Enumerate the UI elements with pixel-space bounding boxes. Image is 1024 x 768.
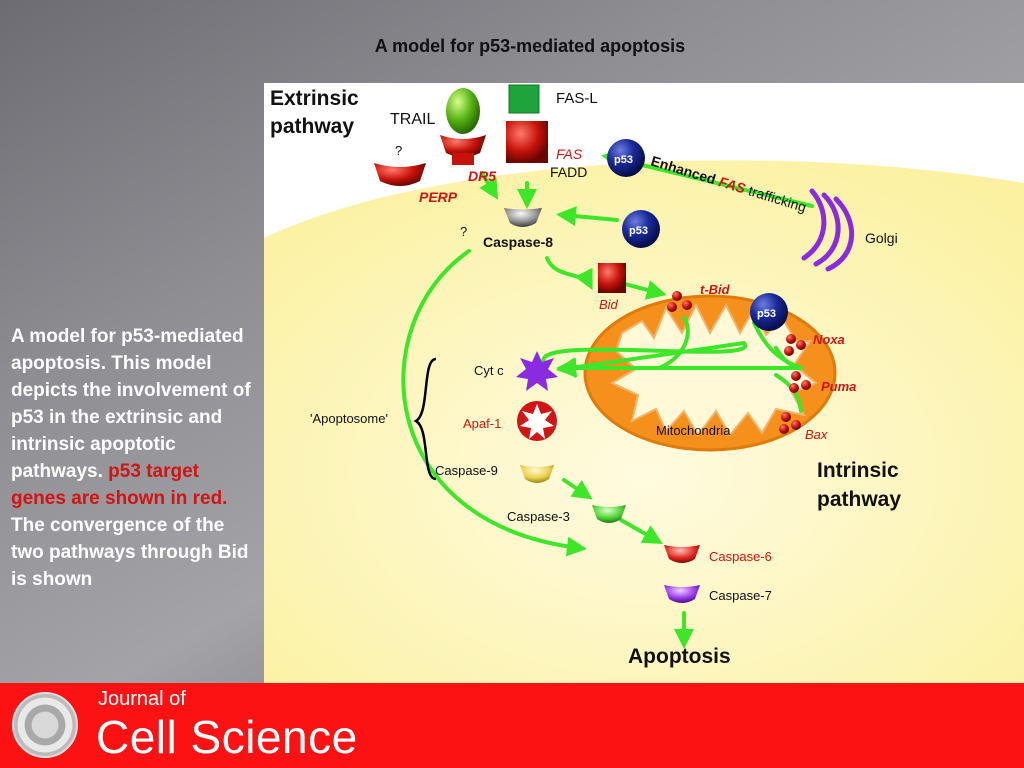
journal-footer: Journal of Cell Science [0, 683, 1024, 768]
puma-dots [789, 371, 811, 393]
mito-release-arrows [556, 316, 803, 413]
caspase7-label: Caspase-7 [709, 588, 772, 603]
caspase8-label: Caspase-8 [483, 234, 553, 250]
caspase3-label: Caspase-3 [507, 509, 570, 524]
noxa-dots [784, 334, 806, 356]
tbid-dots [667, 291, 692, 312]
mitochondria-label: Mitochondria [656, 423, 731, 438]
p53-label-mito: p53 [757, 308, 776, 320]
puma-label: Puma [821, 379, 856, 394]
fas-label: FAS [556, 146, 583, 162]
pathway-diagram: Extrinsic pathway TRAIL FAS-L ? FAS FADD… [264, 84, 1024, 683]
caspase9-label: Caspase-9 [435, 463, 498, 478]
company-of-biologists-seal [12, 692, 78, 758]
caption-conclusion: The convergence of the two pathways thro… [11, 515, 249, 590]
slide-title: A model for p53-mediated apoptosis [374, 36, 686, 56]
caspase6-label: Caspase-6 [709, 549, 772, 564]
golgi [801, 188, 854, 272]
caption-highlight: p53 target genes are shown in red. [11, 461, 228, 509]
mitochondrion [583, 294, 837, 452]
extrinsic-label-2: pathway [270, 115, 354, 138]
extrinsic-label-1: Extrinsic [270, 87, 359, 110]
journal-of-label: Journal of [98, 688, 186, 710]
perp-protein [374, 163, 426, 186]
cytc-star [516, 351, 558, 391]
dr5-label: DR5 [468, 168, 496, 184]
caspase9-cup [520, 465, 554, 483]
caspase6-cup [664, 545, 700, 563]
p53-sphere-fas [607, 139, 645, 177]
p53-sphere-mito [750, 293, 788, 331]
fasl-label: FAS-L [556, 90, 598, 107]
apoptosis-label: Apoptosis [628, 645, 731, 668]
bax-dots [779, 412, 801, 434]
bid-protein [598, 263, 626, 293]
apoptosome-brace [413, 357, 437, 481]
bid-label: Bid [599, 297, 619, 312]
journal-name: Cell Science [96, 711, 358, 763]
fas-trafficking-label: FAS [717, 173, 748, 196]
bax-label: Bax [805, 427, 828, 442]
fas-receptor [506, 121, 548, 163]
tbid-label: t-Bid [700, 282, 731, 297]
golgi-label: Golgi [865, 230, 898, 246]
p53-label-caspase8: p53 [629, 225, 648, 237]
trail-ligand [446, 88, 480, 134]
dr5-receptor [440, 135, 486, 157]
cytc-label: Cyt c [474, 363, 504, 378]
caspase7-cup [664, 585, 700, 603]
perp-label: PERP [419, 189, 458, 205]
figure-caption: A model for p53-mediated apoptosis. This… [11, 323, 256, 593]
apoptosome-label: 'Apoptosome' [310, 411, 388, 426]
intrinsic-label-2: pathway [817, 488, 901, 511]
apaf1-label: Apaf-1 [463, 416, 501, 431]
trail-label: TRAIL [390, 111, 435, 128]
caspase8-cup [504, 208, 542, 227]
apaf1-icon [517, 401, 557, 441]
noxa-label: Noxa [813, 332, 845, 347]
fasl-ligand [508, 84, 540, 114]
question-caspase8: ? [460, 224, 467, 239]
fadd-label: FADD [550, 164, 587, 180]
pathway-arrows [401, 150, 814, 649]
p53-sphere-caspase8 [622, 210, 660, 248]
intrinsic-label-1: Intrinsic [817, 459, 899, 482]
question-perp: ? [395, 143, 402, 158]
caption-text: A model for p53-mediated apoptosis. This… [11, 326, 251, 482]
pathway-figure: Extrinsic pathway TRAIL FAS-L ? FAS FADD… [264, 83, 1024, 683]
p53-label-fas: p53 [614, 154, 633, 166]
caspase3-cup [592, 505, 626, 523]
